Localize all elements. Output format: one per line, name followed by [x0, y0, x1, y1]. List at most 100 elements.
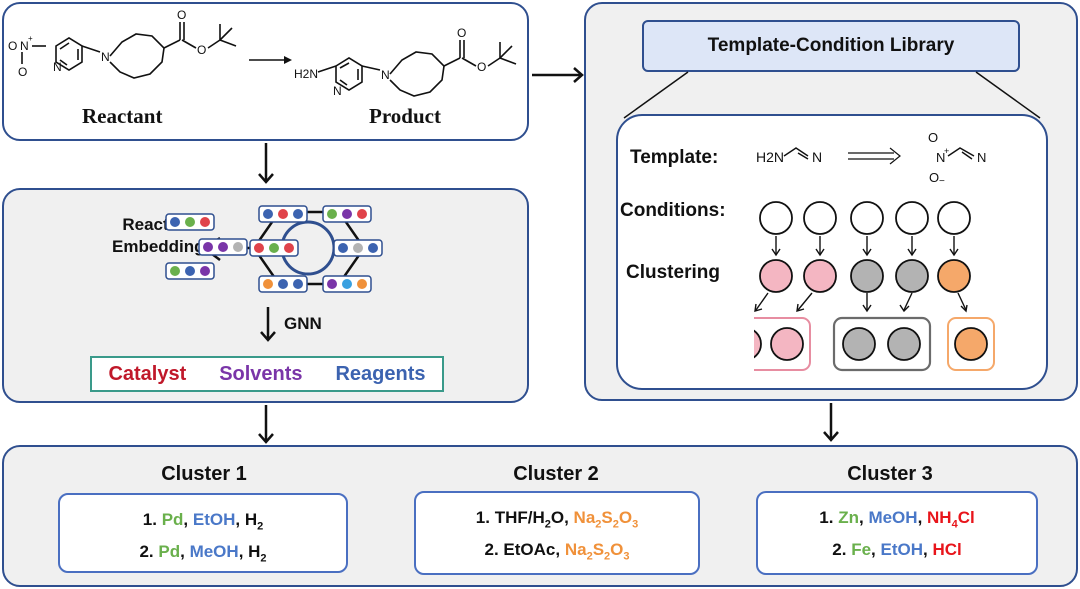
cluster-3-line-1: 1. Zn, MeOH, NH4Cl — [819, 508, 975, 531]
carbonyl-o-atom: O — [177, 8, 186, 22]
template-rhs-minus: − — [939, 176, 945, 186]
product-ring-n: N — [333, 84, 342, 98]
line-number: 1. — [142, 510, 157, 529]
solvent-item: MeOH — [868, 508, 918, 527]
product-ester-o: O — [477, 60, 486, 74]
chip-h — [258, 275, 308, 293]
diazepane-n-atom: N — [101, 50, 110, 64]
cluster-1-line-2: 2. Pd, MeOH, H2 — [139, 542, 267, 565]
ring-n-atom: N — [53, 60, 62, 74]
cluster-1-line-1: 1. Pd, EtOH, H2 — [142, 510, 264, 533]
reactant-label: Reactant — [82, 104, 163, 128]
embedding-title-line2: Embedding — [112, 237, 205, 256]
embedding-chips — [165, 205, 383, 293]
solvent-item: THF/H2O — [494, 508, 565, 531]
solvent-item: EtOH — [192, 510, 236, 529]
catalyst-label: Catalyst — [108, 362, 187, 385]
chip-a — [165, 213, 215, 231]
product-atoms: H2N N N O O — [294, 26, 486, 98]
reagent-item: HCl — [932, 540, 962, 560]
reagent-item: Na2S2O3 — [573, 508, 639, 531]
condition-arrows — [771, 236, 959, 257]
library-title: Template-Condition Library — [642, 20, 1020, 72]
ester-o-atom: O — [197, 43, 206, 57]
template-rhs-o-bot: O — [929, 170, 939, 185]
template-lhs-n: N — [812, 149, 822, 165]
gnn-arrow — [260, 307, 276, 342]
chip-c — [165, 262, 215, 280]
nitro-o-top: O — [8, 39, 17, 53]
nitro-n-atom: N — [20, 39, 29, 53]
library-callout-lines — [623, 71, 1041, 119]
template-rhs-plus: + — [944, 146, 949, 156]
line-number: 2. — [139, 542, 154, 562]
retro-arrow-icon — [848, 147, 901, 165]
chip-e — [322, 205, 372, 223]
product-diazepane-n: N — [381, 68, 390, 82]
product-label: Product — [369, 104, 441, 128]
catalyst-item: Pd — [161, 510, 184, 529]
solvent-item: EtOH — [880, 540, 923, 560]
clustered-nodes — [759, 259, 971, 293]
cluster-2-line-2: 2. EtOAc, Na2S2O3 — [484, 540, 630, 563]
cluster-3-line-2: 2. Fe, EtOH, HCl — [832, 540, 962, 560]
reagent-item: Na2S2O3 — [564, 540, 630, 563]
catalyst-item: Pd — [158, 542, 181, 562]
reagent-item: NH4Cl — [927, 508, 975, 531]
cluster-2-line-1: 1. THF/H2O, Na2S2O3 — [475, 508, 639, 531]
product-structure — [317, 40, 517, 97]
template-label: Template: — [630, 147, 719, 168]
template-rhs-o-top: O — [928, 130, 938, 145]
catalyst-item: Fe — [851, 540, 872, 560]
template-scheme: H2N N O N + O − N — [756, 130, 986, 186]
arrow-to-embedding — [258, 143, 274, 184]
reaction-scheme: N + O O N N O O — [8, 8, 517, 98]
arrow-embedding-to-clusters — [258, 405, 274, 444]
clusters-panel: Cluster 1 Cluster 2 Cluster 3 1. Pd, EtO… — [2, 445, 1078, 587]
gnn-label: GNN — [284, 314, 322, 333]
template-rhs-n2: N — [977, 150, 986, 165]
cluster-2-title: Cluster 2 — [513, 463, 599, 485]
reactant-structure — [21, 22, 237, 79]
reaction-arrow — [249, 56, 292, 64]
conditions-label: Conditions: — [620, 200, 726, 221]
chip-d — [258, 205, 308, 223]
line-number: 2. — [832, 540, 847, 560]
nitro-o-minus: O — [18, 65, 27, 79]
arrow-library-to-clusters — [823, 403, 839, 442]
chip-g — [333, 239, 383, 257]
solvents-label: Solvents — [219, 362, 303, 385]
solvent-item: EtOAc — [503, 540, 556, 560]
cluster-groups — [754, 316, 995, 372]
catalyst-item: Zn — [838, 508, 859, 527]
embedding-panel: Reaction Embedding — [2, 188, 529, 403]
line-number: 2. — [484, 540, 499, 560]
line-number: 1. — [819, 508, 834, 527]
chip-b — [198, 238, 248, 256]
reagent-item: H2 — [248, 542, 267, 565]
cluster-3-title: Cluster 3 — [847, 463, 933, 485]
line-number: 1. — [475, 508, 490, 527]
clustering-label: Clustering — [626, 262, 720, 283]
nitro-plus: + — [28, 34, 33, 43]
chip-f — [249, 239, 299, 257]
condition-nodes — [759, 201, 971, 235]
cluster-1-conditions: 1. Pd, EtOH, H2 2. Pd, MeOH, H2 — [58, 493, 348, 573]
reaction-panel: N + O O N N O O — [2, 2, 529, 141]
cluster-arrows — [754, 292, 968, 313]
template-rhs-n: N — [936, 150, 945, 165]
reagent-item: H2 — [244, 510, 264, 533]
reactant-atoms: N + O O N N O O — [8, 8, 206, 79]
cluster-2-conditions: 1. THF/H2O, Na2S2O3 2. EtOAc, Na2S2O3 — [414, 491, 700, 575]
template-lhs-amine: H2N — [756, 149, 784, 165]
product-carbonyl-o: O — [457, 26, 466, 40]
reagents-label: Reagents — [335, 362, 426, 385]
chip-i — [322, 275, 372, 293]
cluster-3-conditions: 1. Zn, MeOH, NH4Cl 2. Fe, EtOH, HCl — [756, 491, 1038, 575]
clustering-diagram — [754, 201, 995, 372]
amine-group: H2N — [294, 67, 318, 81]
condition-outputs-box: Catalyst Solvents Reagents — [90, 356, 444, 392]
solvent-item: MeOH — [189, 542, 239, 562]
library-panel: Template-Condition Library Template: Con… — [584, 2, 1078, 401]
cluster-1-title: Cluster 1 — [161, 463, 247, 485]
